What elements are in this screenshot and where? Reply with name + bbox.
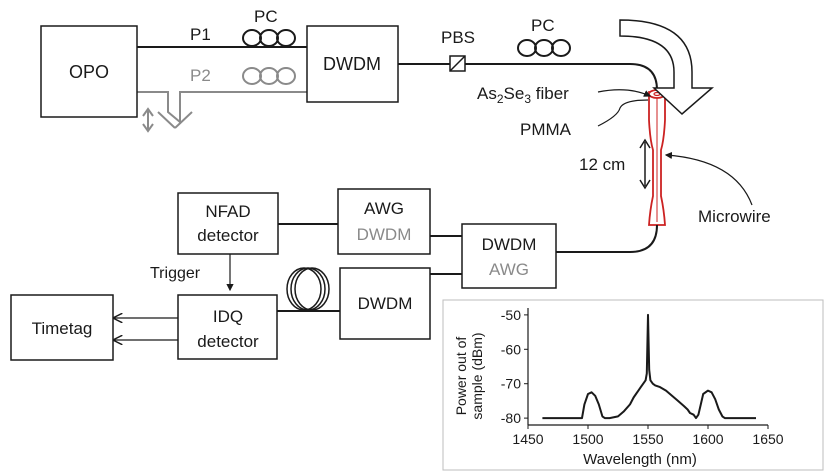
timetag-box: Timetag — [10, 294, 114, 361]
awg-box: AWG DWDM — [337, 188, 431, 255]
dwdm-bottom-box: DWDM — [339, 267, 431, 340]
chart-x-tick-label: 1450 — [512, 431, 543, 447]
length-label: 12 cm — [579, 155, 625, 174]
nfad-label-line2: detector — [197, 226, 259, 245]
awg-label-line1: AWG — [364, 199, 404, 218]
pc2-coils — [517, 39, 571, 57]
microwire-label: Microwire — [698, 207, 771, 226]
chart-series-line — [542, 313, 756, 420]
fiber-to-sample — [465, 63, 658, 91]
chart-y-tick-label: -70 — [501, 376, 521, 392]
dwdm3-label: DWDM — [358, 294, 413, 313]
pbs-diagonal — [449, 55, 466, 72]
delay-stage-arrow-down — [142, 123, 154, 133]
fiber-spool — [286, 267, 330, 311]
pbs-label: PBS — [441, 28, 475, 47]
pc2-label: PC — [531, 16, 555, 35]
chart-y-tick-label: -60 — [501, 341, 521, 357]
timetag-label: Timetag — [32, 319, 93, 338]
dwdm-awg-box: DWDM AWG — [461, 223, 557, 289]
p2-pc-coils — [242, 67, 296, 85]
opo-label: OPO — [69, 62, 109, 82]
microwire-label-leader — [664, 151, 753, 206]
dwdm-top-box: DWDM — [306, 25, 399, 103]
opo-box: OPO — [40, 25, 138, 118]
chart-ylabel-line2: sample (dBm) — [469, 332, 485, 419]
idq-label-line1: IDQ — [213, 307, 243, 326]
chart-x-tick-label: 1650 — [752, 431, 783, 447]
chart-y-tick-label: -80 — [501, 410, 521, 426]
p2-fiber — [137, 91, 307, 125]
awg-label-line2: DWDM — [357, 225, 412, 244]
length-arrow-down — [639, 179, 651, 190]
pc1-label: PC — [254, 7, 278, 26]
chart-ylabel-line1: Power out of — [453, 337, 469, 416]
chart-x-tick-label: 1550 — [632, 431, 663, 447]
delay-mirror-right — [174, 111, 193, 129]
pmma-label-leader — [597, 99, 649, 127]
chart-x-tick-label: 1500 — [572, 431, 603, 447]
idq-detector-box: IDQ detector — [177, 294, 278, 360]
nfad-detector-box: NFAD detector — [177, 192, 279, 255]
dwdm2-label-line1: DWDM — [482, 235, 537, 254]
dwdm2-label-line2: AWG — [489, 260, 529, 279]
fiber-label: As2Se3 fiber — [477, 84, 569, 106]
incident-beam-arrow — [619, 19, 715, 116]
delay-stage-arrow-up — [142, 107, 154, 117]
nfad-label-line1: NFAD — [205, 202, 250, 221]
trigger-label: Trigger — [150, 265, 201, 282]
fiber-from-sample — [556, 224, 658, 253]
p1-label: P1 — [190, 25, 211, 44]
pc1-coils — [242, 29, 296, 47]
fiber-label-leader — [597, 89, 652, 97]
chart-xlabel: Wavelength (nm) — [583, 451, 697, 468]
p2-label: P2 — [190, 66, 211, 85]
chart-x-tick-label: 1600 — [692, 431, 723, 447]
delay-mirror-left — [157, 111, 176, 129]
spectrum-inset: Power out of sample (dBm) Wavelength (nm… — [442, 299, 824, 471]
dwdm-top-label: DWDM — [323, 54, 381, 74]
length-arrow-up — [639, 138, 651, 149]
chart-y-tick-label: -50 — [501, 307, 521, 323]
idq-label-line2: detector — [197, 332, 259, 351]
pmma-label: PMMA — [520, 120, 572, 139]
